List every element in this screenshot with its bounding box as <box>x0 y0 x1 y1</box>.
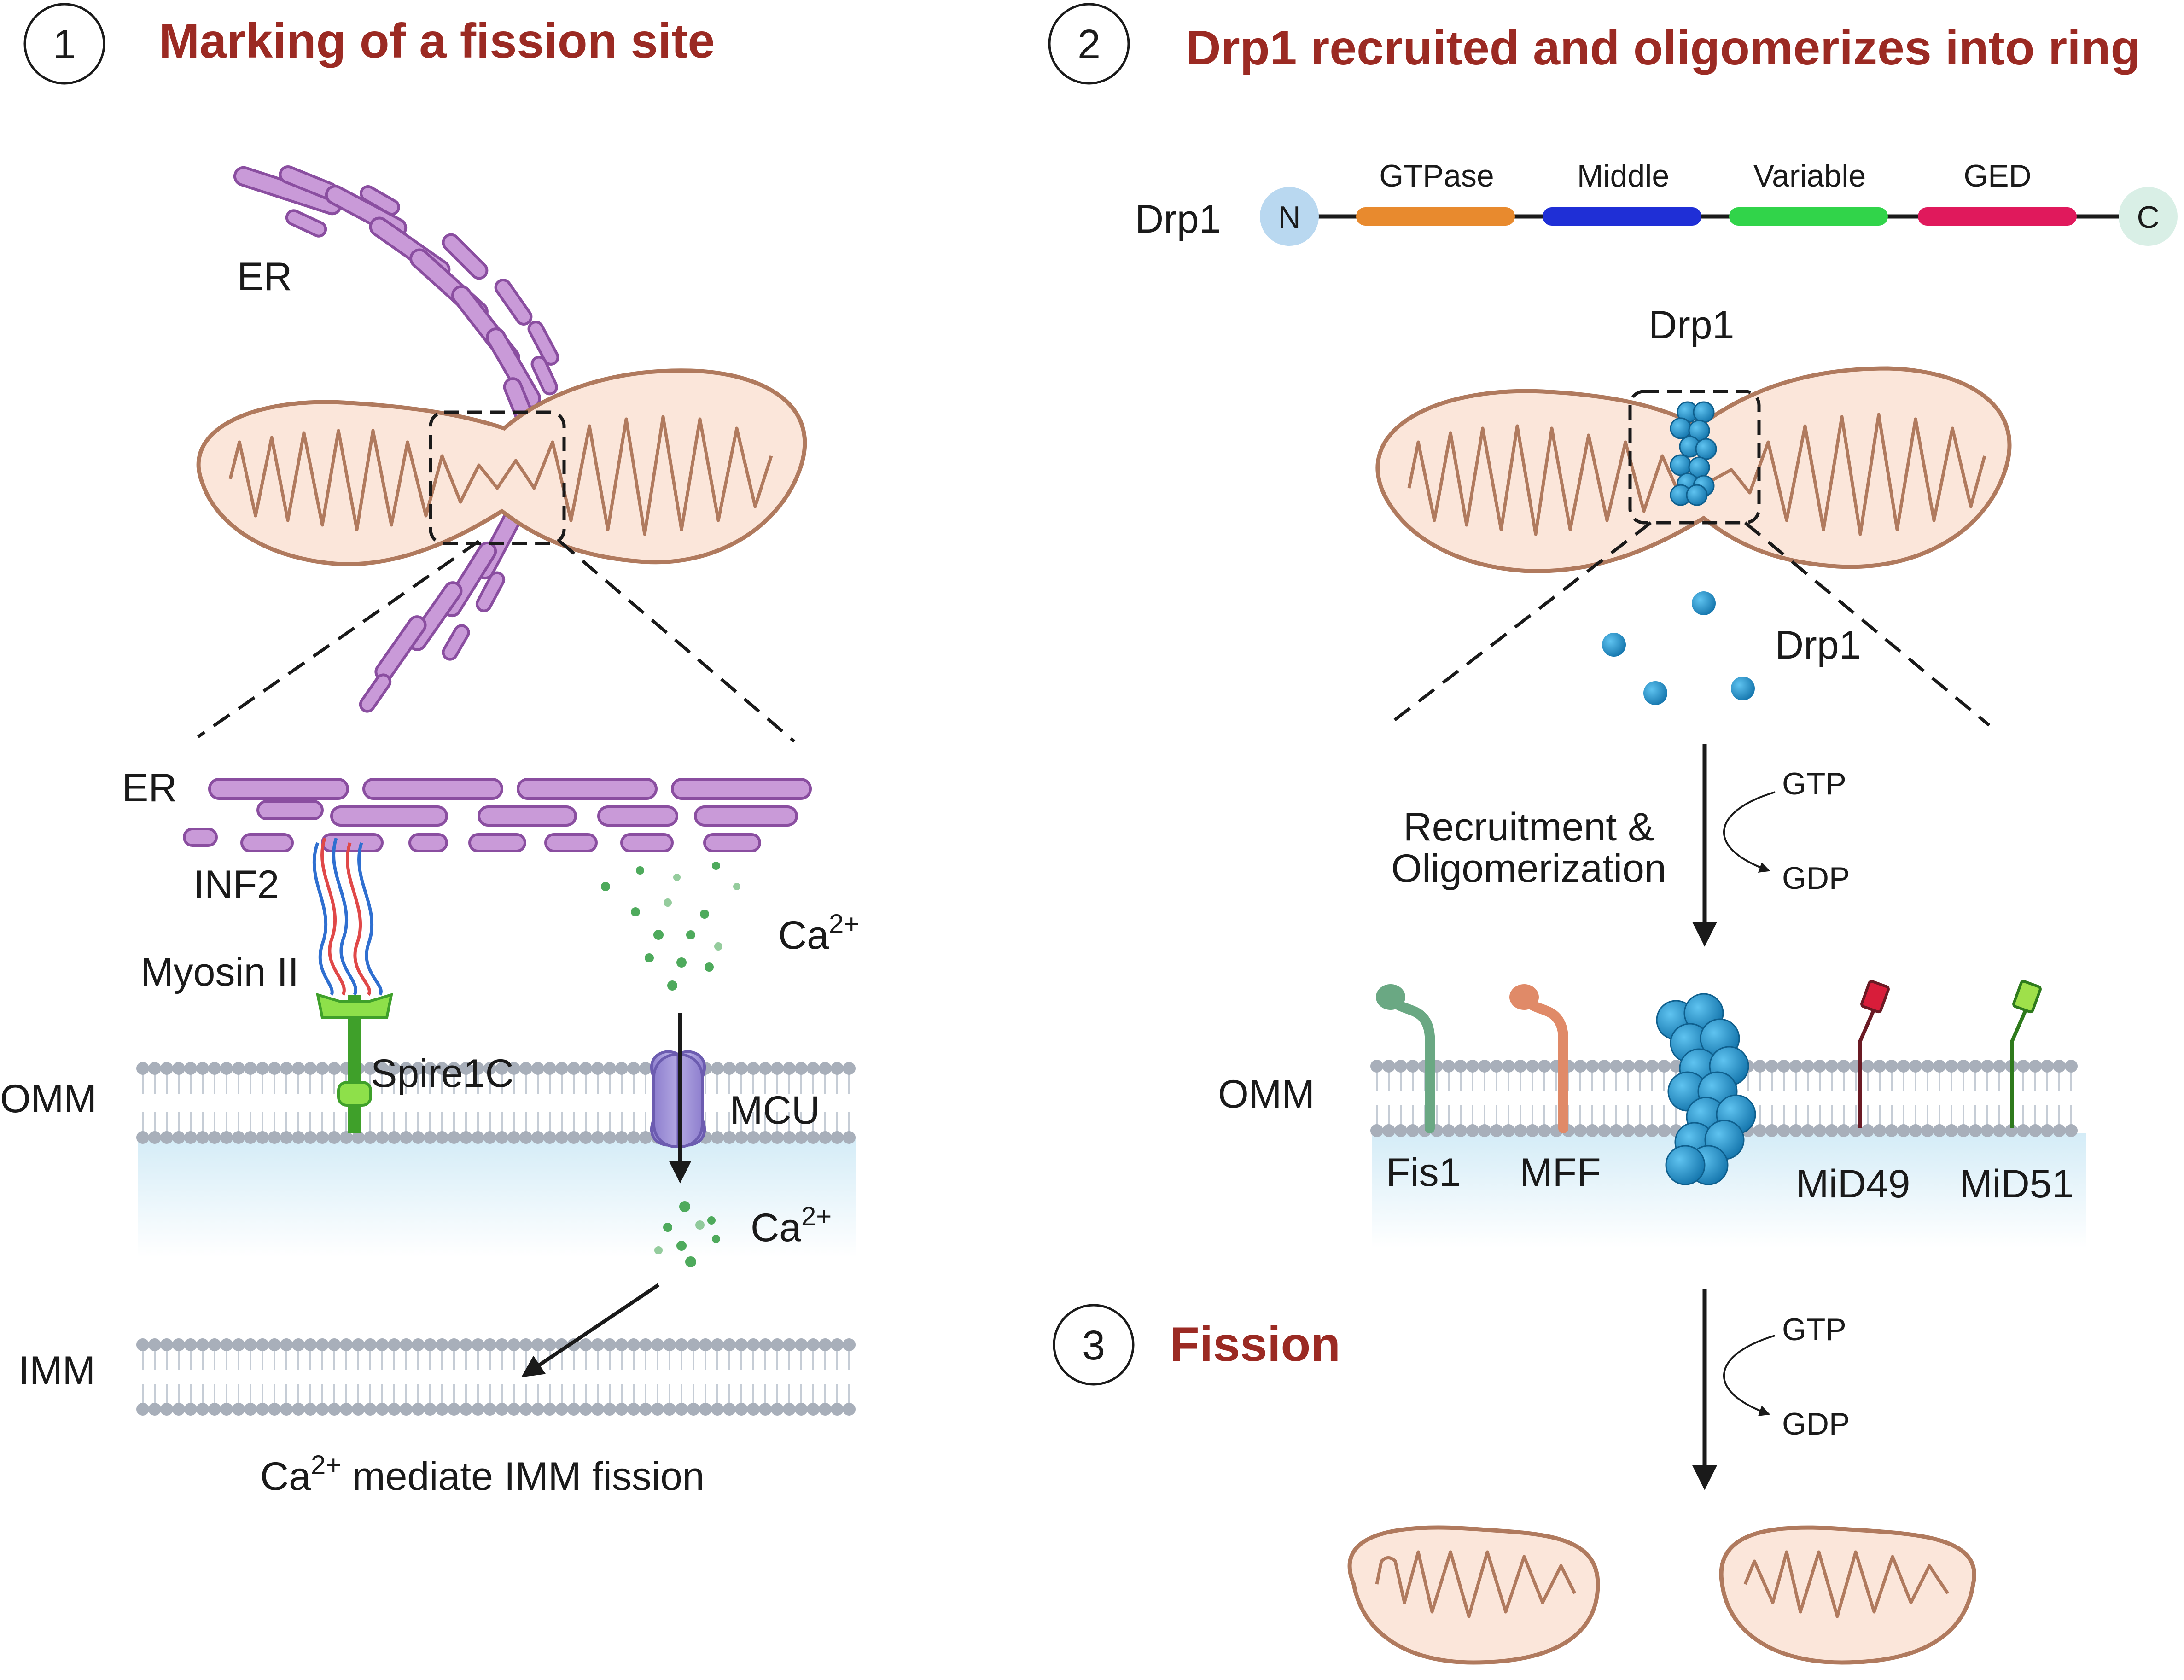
step-1-circle <box>23 3 105 85</box>
spire1c-label: Spire1C <box>371 1051 514 1096</box>
mcu-channel <box>650 1050 706 1148</box>
panel-2-title: Drp1 recruited and oligomerizes into rin… <box>1186 21 2140 75</box>
panel-3-title: Fission <box>1170 1317 1340 1371</box>
step-2-circle <box>1048 3 1130 85</box>
c-terminus-label: C <box>2137 200 2159 235</box>
drp1-ring-label: Drp1 <box>1648 303 1734 347</box>
drp1-ring-box <box>1628 390 1761 525</box>
middle-domain <box>1543 207 1701 226</box>
drp1-ring-cluster <box>1670 401 1717 506</box>
zoom-line-right-2 <box>1744 521 1991 727</box>
step-3-circle <box>1053 1304 1135 1386</box>
drp1-free-label: Drp1 <box>1775 623 1861 667</box>
inf2-myosin-filaments <box>312 837 383 996</box>
calcium-release-dots <box>601 862 740 991</box>
mid49-label: MiD49 <box>1796 1162 1910 1206</box>
imm-membrane <box>136 1338 856 1416</box>
er-zoom-label: ER <box>122 766 177 810</box>
fis1-receptor <box>1376 984 1435 1133</box>
zoom-line-left-2 <box>1389 521 1652 724</box>
imm-lipid-bilayer <box>136 1338 856 1416</box>
gtpase-domain <box>1356 207 1515 226</box>
gdp-label-2: GDP <box>1782 1406 1850 1441</box>
panel-2: 2 Drp1 recruited and oligomerizes into r… <box>1048 3 2178 1248</box>
step-1-number: 1 <box>53 22 76 68</box>
ged-domain <box>1918 207 2077 226</box>
mff-label: MFF <box>1520 1150 1601 1195</box>
er-network-top <box>233 165 559 713</box>
step-2-number: 2 <box>1077 22 1101 68</box>
mff-receptor <box>1509 984 1568 1133</box>
n-terminus <box>1260 187 1319 246</box>
calcium-matrix-dots <box>654 1201 720 1267</box>
daughter-mitochondrion-right <box>1719 1525 1976 1665</box>
free-drp1-monomers <box>1602 591 1755 705</box>
variable-domain-label: Variable <box>1753 158 1866 193</box>
imm-label: IMM <box>18 1348 95 1393</box>
c-terminus <box>2119 187 2178 246</box>
calcium-mid-label: Ca2+ <box>751 1202 832 1250</box>
zoom-line-right-1 <box>558 540 796 743</box>
omm-label-2: OMM <box>1218 1072 1315 1116</box>
fis1-label: Fis1 <box>1386 1150 1461 1195</box>
er-sheet-zoom <box>183 778 812 852</box>
recruitment-label-line2: Oligomerization <box>1391 846 1666 891</box>
calcium-to-imm-arrow <box>521 1283 660 1377</box>
gtp-label-2: GTP <box>1782 1312 1846 1347</box>
mid51-label: MiD51 <box>1959 1162 2074 1206</box>
inf2-label: INF2 <box>193 863 279 907</box>
omm-membrane-1 <box>136 1062 856 1257</box>
variable-domain <box>1729 207 1888 226</box>
constricted-mitochondrion <box>196 368 807 566</box>
zoom-line-left-1 <box>197 540 480 738</box>
drp1-protein-label: Drp1 <box>1135 197 1221 241</box>
gdp-label-1: GDP <box>1782 861 1850 896</box>
n-terminus-label: N <box>1278 200 1300 235</box>
imm-fission-caption: Ca2+ mediate IMM fission <box>260 1450 705 1499</box>
drp1-oligomer-stack <box>1656 993 1756 1185</box>
panel-1-title: Marking of a fission site <box>159 14 715 68</box>
gtp-hydrolysis-curve-1 <box>1723 791 1776 873</box>
recruitment-label-line1: Recruitment & <box>1404 805 1654 849</box>
myosin-label: Myosin II <box>140 950 299 994</box>
mid49-receptor <box>1858 980 1890 1128</box>
calcium-top-label: Ca2+ <box>778 909 859 957</box>
step-3-number: 3 <box>1082 1323 1105 1369</box>
daughter-mitochondrion-left <box>1347 1525 1600 1665</box>
er-top-label: ER <box>237 255 292 299</box>
fission-site-box <box>429 410 566 545</box>
mid51-receptor <box>2010 980 2042 1128</box>
gtpase-domain-label: GTPase <box>1379 158 1494 193</box>
middle-domain-label: Middle <box>1577 158 1669 193</box>
gtp-label-1: GTP <box>1782 766 1846 801</box>
panel-1: 1 Marking of a fission site E <box>0 3 859 1499</box>
omm-lipid-bilayer <box>136 1062 856 1144</box>
omm-label-1: OMM <box>0 1077 97 1121</box>
mcu-label: MCU <box>730 1088 820 1132</box>
gtp-hydrolysis-curve-2 <box>1723 1335 1776 1416</box>
spire1c-protein <box>316 992 393 1133</box>
ged-domain-label: GED <box>1963 158 2031 193</box>
mitochondrion-with-drp1-ring <box>1375 366 2012 573</box>
panel-3: 3 Fission GTP GDP <box>1053 1289 1976 1665</box>
